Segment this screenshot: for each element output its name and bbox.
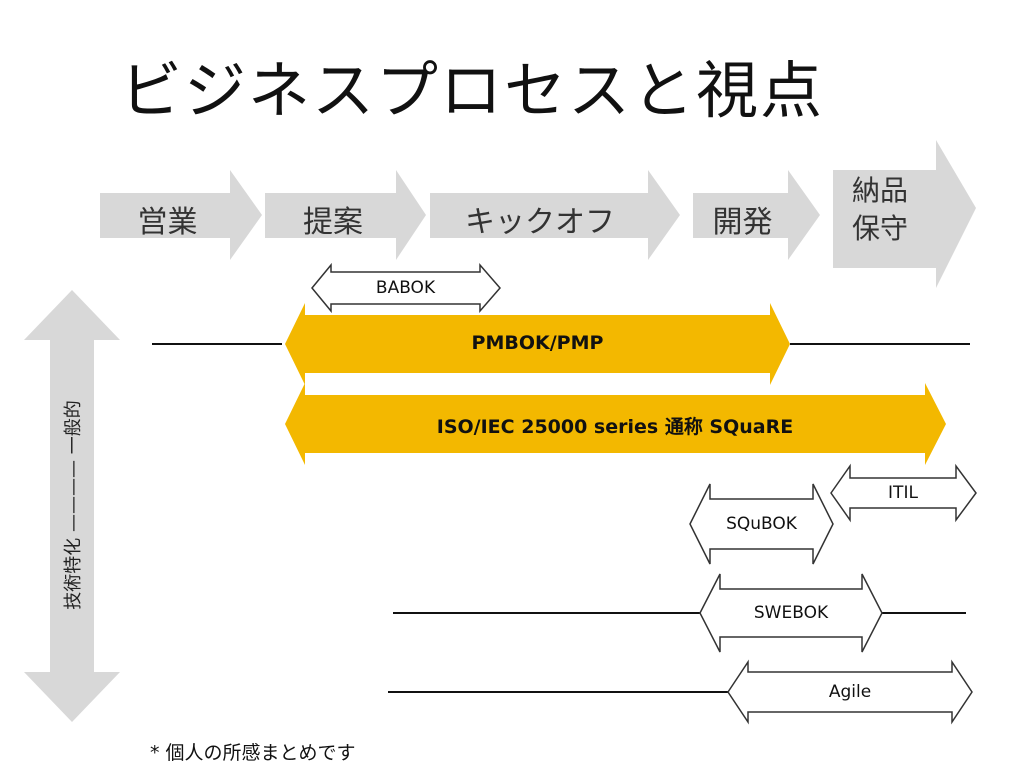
phase-label-delivery-line2: 保守 bbox=[851, 212, 908, 245]
footnote: * 個人の所感まとめです bbox=[150, 742, 356, 764]
phase-label-delivery-line1: 納品 bbox=[851, 174, 908, 207]
phase-label-proposal: 提案 bbox=[303, 205, 363, 240]
itil-arrow bbox=[830, 463, 977, 523]
double-vertical-arrow-icon bbox=[24, 290, 120, 722]
phase-label-delivery: 納品 保守 bbox=[840, 172, 920, 248]
phase-label-sales: 営業 bbox=[137, 205, 198, 240]
swebok-arrow bbox=[699, 573, 883, 653]
squbok-label: SQuBOK bbox=[726, 514, 797, 534]
phase-arrow-kickoff bbox=[430, 170, 680, 260]
babok-label: BABOK bbox=[375, 278, 436, 298]
squbok-arrow bbox=[689, 483, 834, 565]
pmbok-label: PMBOK/PMP bbox=[471, 332, 604, 354]
phase-arrow-sales bbox=[100, 170, 262, 260]
phase-label-development: 開発 bbox=[712, 205, 773, 240]
swebok-label: SWEBOK bbox=[753, 603, 829, 623]
phase-arrow-proposal bbox=[265, 170, 426, 260]
square-bar bbox=[285, 383, 946, 465]
babok-arrow bbox=[311, 262, 501, 314]
agile-label: Agile bbox=[828, 682, 872, 702]
pmbok-bar bbox=[285, 303, 790, 385]
itil-label: ITIL bbox=[888, 483, 918, 503]
phase-arrow-delivery bbox=[833, 140, 976, 288]
page-title: ビジネスプロセスと視点 bbox=[120, 54, 825, 127]
axis-label: 技術特化 ———— 一般的 bbox=[63, 400, 84, 610]
agile-arrow bbox=[727, 659, 973, 725]
phase-label-kickoff: キックオフ bbox=[465, 205, 615, 240]
phase-arrow-development bbox=[693, 170, 820, 260]
square-label: ISO/IEC 25000 series 通称 SQuaRE bbox=[436, 416, 794, 438]
